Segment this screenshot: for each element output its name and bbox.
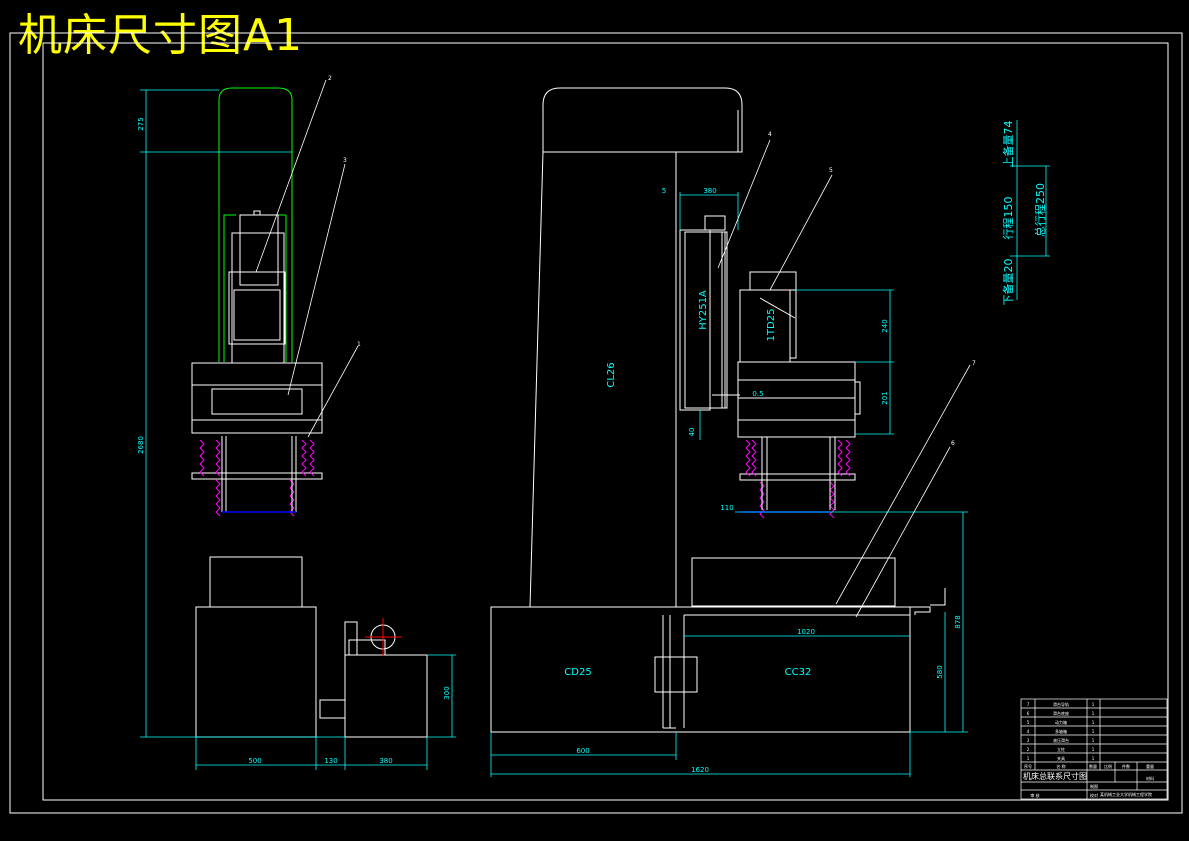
tb-row5-name: 动力箱 [1055, 719, 1067, 725]
multi-axle-box [737, 361, 856, 438]
side-view: 275 2680 500 130 380 300 2 3 1 [137, 75, 456, 770]
tb-header-no: 序号 [1024, 763, 1032, 769]
tb-row6-qty: 1 [1092, 711, 1095, 716]
tb-row7-no: 7 [1027, 702, 1030, 707]
tb-sheet: 件数 [1122, 763, 1130, 769]
tb-approve: 审 核 [1030, 792, 1039, 798]
tb-row2-no: 2 [1027, 747, 1030, 752]
tb-row4-qty: 1 [1092, 729, 1095, 734]
side-base-top [191, 362, 323, 434]
slide-hy251a [679, 229, 711, 411]
machining-table [691, 557, 896, 607]
side-slide [239, 214, 279, 286]
dim-130: 130 [324, 757, 337, 765]
outer-frame [9, 32, 1183, 814]
balloon-6: 6 [951, 440, 955, 447]
title-block: 7 滑台导轨 1 6 滑台底座 1 5 动力箱 1 4 多轴箱 1 3 液压滑台… [1020, 698, 1168, 800]
column-cl26 [529, 87, 743, 608]
balloon-2: 2 [328, 75, 332, 82]
dim-878: 878 [954, 615, 962, 628]
travel-total-label: 总行程250 [1033, 183, 1047, 237]
tb-checked: 校对 [1090, 792, 1098, 798]
side-springs [199, 439, 315, 517]
hydraulic-tank [195, 606, 317, 738]
dim-201: 201 [881, 391, 889, 404]
inner-frame [42, 42, 1169, 801]
base-cd25 [490, 606, 911, 733]
dim-240: 240 [881, 319, 889, 332]
tb-drawing-name: 机床总联系尺寸图 [1023, 771, 1087, 781]
dim-40: 40 [688, 428, 696, 437]
dim-300: 300 [443, 686, 451, 699]
side-motor-inner [233, 289, 281, 341]
tb-row4-name: 多轴箱 [1055, 728, 1067, 734]
tb-row1-no: 1 [1027, 756, 1030, 761]
tb-row3-no: 3 [1027, 738, 1030, 743]
tb-row6-name: 滑台底座 [1053, 710, 1069, 716]
tb-row4-no: 4 [1027, 729, 1030, 734]
balloon-1: 1 [357, 341, 361, 348]
label-hy251a: HY251A [698, 290, 709, 330]
tb-row3-qty: 1 [1092, 738, 1095, 743]
pump-centerline [365, 618, 402, 656]
dim-2680: 2680 [137, 436, 145, 454]
tb-scale: 比例 [1104, 763, 1112, 769]
balloon-7: 7 [972, 360, 976, 367]
label-cc32: CC32 [785, 667, 812, 678]
dim-1620: 1620 [691, 766, 709, 774]
tb-row5-qty: 1 [1092, 720, 1095, 725]
label-1td25: 1TD25 [766, 309, 777, 342]
tb-weight: 重量 [1146, 763, 1154, 769]
dim-500: 500 [248, 757, 261, 765]
tb-company: 某机械工业大学机械工程学院 [1100, 791, 1152, 797]
dim-5: 5 [662, 187, 666, 195]
travel-down-label: 下备量20 [1001, 259, 1015, 306]
travel-diagram: 上备量74 行程150 总行程250 下备量20 [1001, 120, 1050, 306]
tb-row3-name: 液压滑台 [1053, 737, 1069, 743]
tb-row2-qty: 1 [1092, 747, 1095, 752]
junction-box [654, 656, 698, 693]
label-cl26: CL26 [606, 362, 617, 387]
dim-110: 110 [720, 504, 733, 512]
tb-row5-no: 5 [1027, 720, 1030, 725]
tb-header-name: 名 称 [1056, 763, 1065, 769]
side-base-window [211, 388, 303, 415]
tb-row1-qty: 1 [1092, 756, 1095, 761]
balloon-5: 5 [829, 167, 833, 174]
tb-row7-name: 滑台导轨 [1053, 701, 1069, 707]
tb-drawn: 制图 [1090, 783, 1098, 789]
dim-380: 380 [379, 757, 392, 765]
tb-header-qty: 数量 [1089, 763, 1097, 769]
tb-row6-no: 6 [1027, 711, 1030, 716]
tb-row1-name: 夹具 [1057, 755, 1065, 761]
side-fixture-plate [191, 472, 323, 480]
dim-380-top: 380 [703, 187, 716, 195]
dim-600: 600 [576, 747, 589, 755]
pump-station [344, 654, 428, 738]
dim-0.5: 0.5 [752, 390, 763, 398]
hydraulic-tank-top [209, 556, 303, 608]
travel-label: 行程150 [1002, 197, 1015, 240]
drawing-title: 机床尺寸图A1 [18, 10, 304, 61]
tb-row2-name: 立柱 [1057, 746, 1065, 752]
balloon-3: 3 [343, 157, 347, 164]
front-view: 600 1620 1020 580 878 110 5 380 240 201 … [490, 87, 976, 777]
label-cd25: CD25 [564, 667, 591, 678]
dim-275: 275 [137, 117, 145, 130]
table-slide [676, 606, 931, 615]
tb-row7-qty: 1 [1092, 702, 1095, 707]
balloon-4: 4 [768, 131, 772, 138]
column-guard-side [218, 87, 293, 362]
side-motor [228, 271, 286, 345]
dim-1020: 1020 [797, 628, 815, 636]
base-cc32 [683, 614, 911, 728]
frames [9, 32, 1183, 814]
travel-up-label: 上备量74 [1001, 121, 1015, 168]
dim-580: 580 [936, 665, 944, 678]
tb-material: 材料 [1146, 775, 1154, 781]
